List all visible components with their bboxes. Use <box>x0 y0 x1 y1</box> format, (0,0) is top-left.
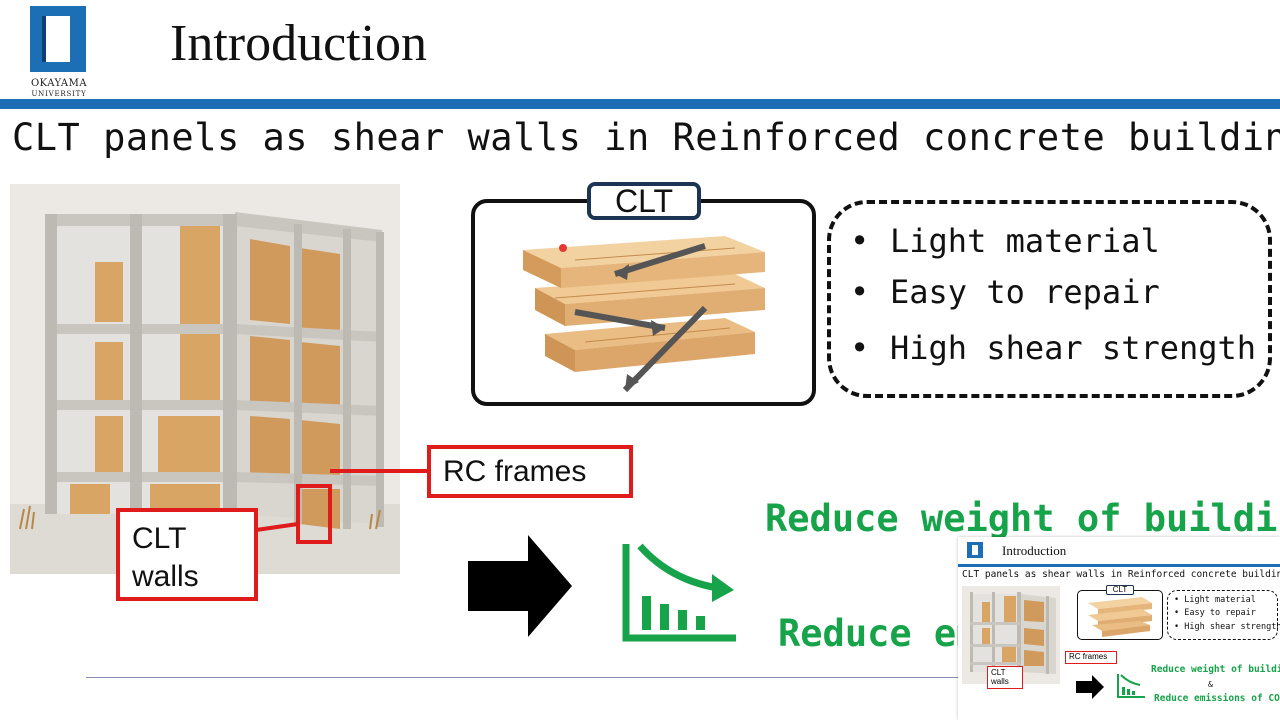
thumb-ampersand: & <box>1208 680 1213 689</box>
page-title: Introduction <box>170 15 428 72</box>
thumb-title-bar <box>958 564 1280 567</box>
slide-thumbnail[interactable]: Introduction CLT panels as shear walls i… <box>958 537 1280 720</box>
thumb-logo-icon <box>967 542 983 558</box>
university-logo: OKAYAMA UNIVERSITY <box>14 2 104 98</box>
building-illustration <box>10 184 400 574</box>
decreasing-chart-icon <box>622 543 736 642</box>
thumb-building-illustration <box>962 586 1060 684</box>
bullet: • <box>850 222 870 260</box>
thumb-property: • High shear strength <box>1174 622 1280 632</box>
clt-walls-label: CLT walls <box>116 508 258 601</box>
clt-walls-leader <box>255 484 332 544</box>
property-item: •Easy to repair <box>850 273 1160 311</box>
title-divider-bar <box>0 99 1280 109</box>
thumb-decreasing-chart-icon <box>1117 674 1145 698</box>
slide-headline: CLT panels as shear walls in Reinforced … <box>12 116 1280 159</box>
rc-frames-label: RC frames <box>427 445 633 498</box>
thumb-benefit-weight: Reduce weight of building <box>1151 664 1280 675</box>
okayama-logo-icon <box>26 2 90 76</box>
benefit-weight: Reduce weight of building <box>765 497 1280 540</box>
clt-tag: CLT <box>587 182 701 220</box>
thumb-clt-tag: CLT <box>1106 585 1134 595</box>
thumb-properties-box <box>1167 590 1278 640</box>
rc-frames-leader <box>330 469 428 473</box>
properties-box <box>827 200 1272 398</box>
footer-divider <box>86 677 966 678</box>
thumb-clt-walls-label: CLT walls <box>987 666 1023 689</box>
logo-name: OKAYAMA <box>30 78 88 89</box>
thumb-rc-frames-label: RC frames <box>1065 651 1117 664</box>
thumb-property: • Easy to repair <box>1174 608 1256 618</box>
thumb-headline: CLT panels as shear walls in Reinforced … <box>962 569 1280 580</box>
bullet: • <box>850 329 870 367</box>
bullet: • <box>850 273 870 311</box>
logo-subtitle: UNIVERSITY <box>31 90 87 98</box>
benefit-emissions: Reduce em <box>778 612 979 655</box>
thumb-benefit-emissions: Reduce emissions of CO² <box>1154 693 1280 704</box>
thumb-clt-illustration <box>1088 597 1152 637</box>
thumb-right-arrow-icon <box>1076 675 1104 699</box>
clt-layers-illustration <box>523 236 765 393</box>
right-arrow-icon <box>468 535 572 637</box>
thumb-property: • Light material <box>1174 595 1256 605</box>
thumb-title: Introduction <box>1002 543 1067 558</box>
property-item: •High shear strength <box>850 329 1257 367</box>
property-item: •Light material <box>850 222 1160 260</box>
